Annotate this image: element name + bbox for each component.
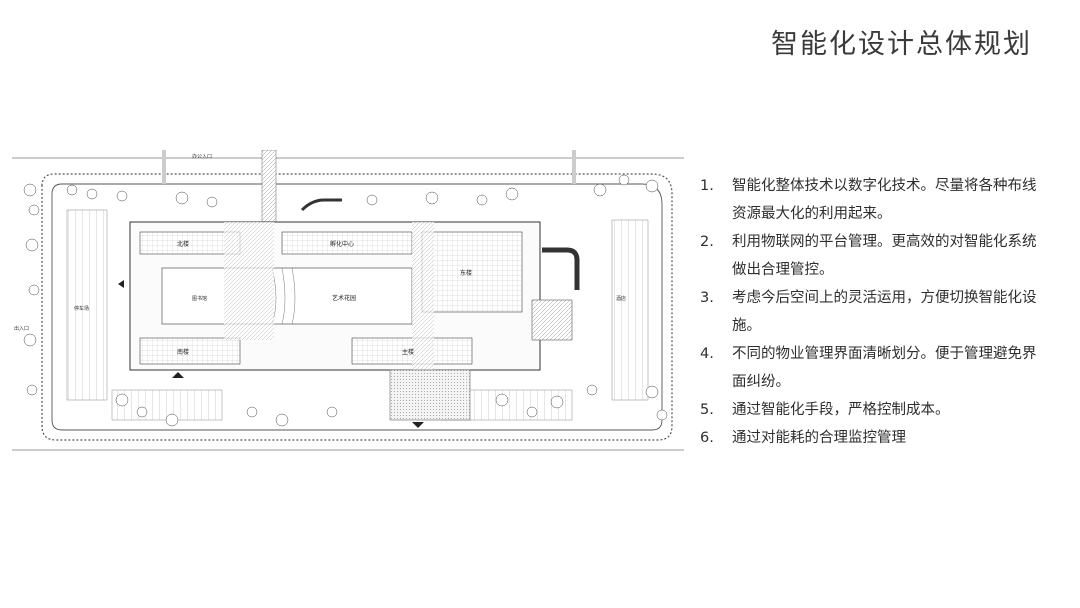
design-point-number: 3. bbox=[700, 290, 714, 306]
north-access-road bbox=[261, 150, 277, 231]
south-plaza bbox=[389, 369, 471, 421]
atrium-east bbox=[412, 222, 434, 370]
label-main-building: 主楼 bbox=[402, 348, 414, 356]
entrance-arrows bbox=[118, 280, 424, 428]
design-point: 6. 通过对能耗的合理监控管理 bbox=[700, 424, 1045, 452]
label-incubation-center: 孵化中心 bbox=[330, 240, 354, 248]
site-plan-svg: 北楼 孵化中心 东楼 艺术花园 图书馆 南楼 主楼 酒店 停车场 办公入口 出入… bbox=[12, 150, 684, 460]
ramp-east bbox=[542, 247, 580, 290]
design-point-number: 2. bbox=[700, 234, 714, 250]
label-central-plaza: 艺术花园 bbox=[332, 294, 356, 302]
design-point-text: 智能化整体技术以数字化技术。尽量将各种布线资源最大化的利用起来。 bbox=[732, 178, 1037, 222]
south-building-west bbox=[139, 337, 241, 365]
label-west-entrance: 出入口 bbox=[14, 325, 29, 332]
design-points-list: 1. 智能化整体技术以数字化技术。尽量将各种布线资源最大化的利用起来。 2. 利… bbox=[700, 172, 1045, 452]
design-point: 3. 考虑今后空间上的灵活运用，方便切换智能化设施。 bbox=[700, 284, 1045, 340]
label-hotel: 酒店 bbox=[616, 295, 626, 302]
design-point-number: 1. bbox=[700, 178, 714, 194]
atrium-west bbox=[224, 222, 274, 340]
design-point: 5. 通过智能化手段，严格控制成本。 bbox=[700, 396, 1045, 424]
design-point-number: 6. bbox=[700, 430, 714, 446]
design-point-text: 考虑今后空间上的灵活运用，方便切换智能化设施。 bbox=[732, 290, 1037, 334]
design-point-text: 通过对能耗的合理监控管理 bbox=[732, 430, 906, 446]
north-gate-east bbox=[572, 150, 576, 184]
east-plaza bbox=[531, 299, 573, 341]
design-point: 1. 智能化整体技术以数字化技术。尽量将各种布线资源最大化的利用起来。 bbox=[700, 172, 1045, 228]
design-point-text: 通过智能化手段，严格控制成本。 bbox=[732, 402, 950, 418]
label-north-building: 北楼 bbox=[177, 240, 189, 248]
design-point-text: 不同的物业管理界面清晰划分。便于管理避免界面纠纷。 bbox=[732, 346, 1037, 390]
label-parking: 停车场 bbox=[74, 305, 89, 312]
label-east-building: 东楼 bbox=[460, 269, 472, 277]
label-library: 图书馆 bbox=[192, 295, 207, 302]
landscape-trees bbox=[23, 174, 668, 427]
design-point: 4. 不同的物业管理界面清晰划分。便于管理避免界面纠纷。 bbox=[700, 340, 1045, 396]
central-courtyard bbox=[161, 267, 413, 325]
parking-west bbox=[66, 209, 649, 421]
label-south-building: 南楼 bbox=[177, 348, 189, 356]
label-north-entrance: 办公入口 bbox=[192, 153, 212, 160]
site-plan-drawing: 北楼 孵化中心 东楼 艺术花园 图书馆 南楼 主楼 酒店 停车场 办公入口 出入… bbox=[12, 150, 684, 460]
east-building bbox=[421, 231, 523, 313]
slide-title: 智能化设计总体规划 bbox=[771, 29, 1032, 60]
design-point: 2. 利用物联网的平台管理。更高效的对智能化系统做出合理管控。 bbox=[700, 228, 1045, 284]
ramp-north bbox=[300, 198, 342, 212]
north-gate-west bbox=[162, 150, 166, 184]
site-boundary bbox=[41, 173, 673, 441]
design-point-text: 利用物联网的平台管理。更高效的对智能化系统做出合理管控。 bbox=[732, 234, 1037, 278]
design-point-number: 4. bbox=[700, 346, 714, 362]
design-point-number: 5. bbox=[700, 402, 714, 418]
